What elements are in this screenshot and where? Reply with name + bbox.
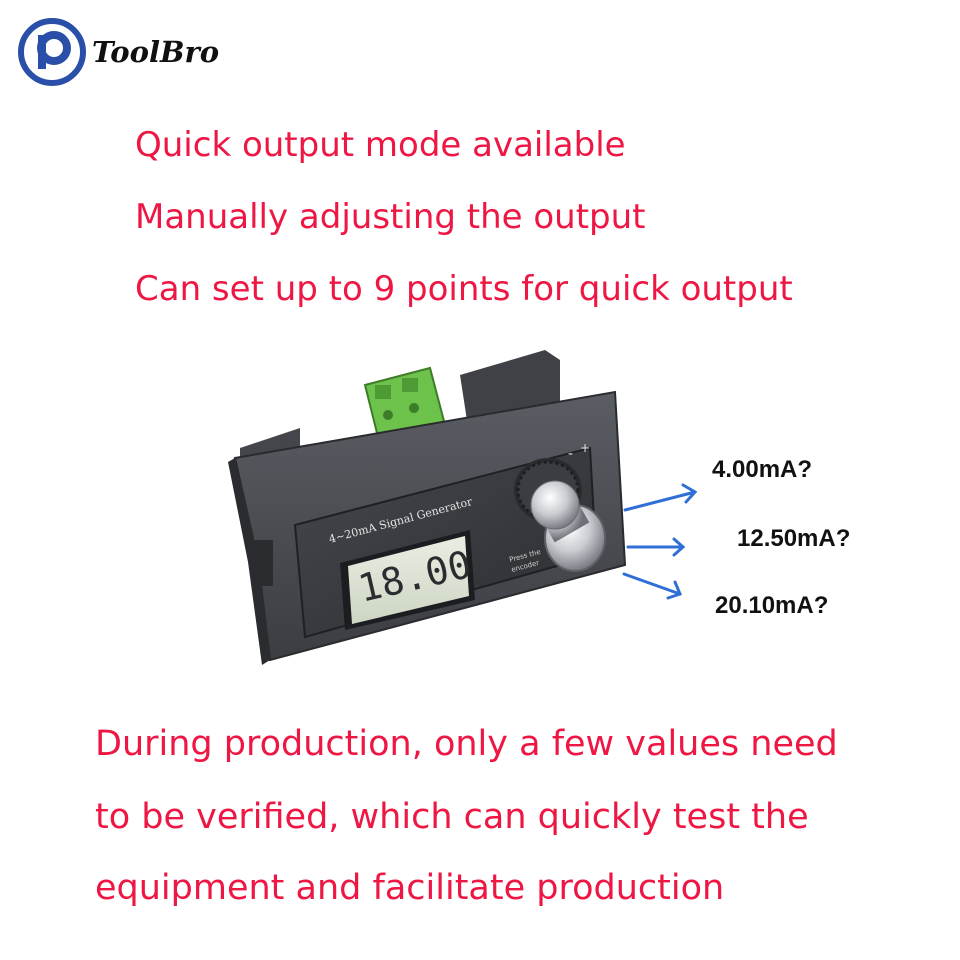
feature-quick-output: Quick output mode available <box>135 125 626 165</box>
arrow-up-right-icon <box>623 483 698 512</box>
signal-generator-device: 4~20mA Signal Generator 18.00 - + Press … <box>228 350 698 665</box>
description-line-3: equipment and facilitate production <box>95 868 725 908</box>
toolbro-logo-icon <box>18 18 86 86</box>
feature-nine-points: Can set up to 9 points for quick output <box>135 269 793 309</box>
left-clip <box>255 540 273 586</box>
description-line-2: to be verified, which can quickly test t… <box>95 797 809 837</box>
knob-minus-label: - <box>568 446 573 462</box>
output-value-mid: 12.50mA? <box>737 525 851 552</box>
description-line-1: During production, only a few values nee… <box>95 724 838 764</box>
output-value-low: 4.00mA? <box>712 456 813 483</box>
output-value-high: 20.10mA? <box>715 592 829 619</box>
brand-logo: ToolBro <box>18 18 219 86</box>
knob-plus-label: + <box>580 441 590 455</box>
arrow-down-right-icon <box>622 572 683 600</box>
bezel-side <box>228 458 270 665</box>
brand-name: ToolBro <box>92 35 220 69</box>
feature-manual-adjust: Manually adjusting the output <box>135 197 646 237</box>
rotary-encoder-knob[interactable] <box>514 458 606 572</box>
arrow-right-icon <box>626 537 686 557</box>
